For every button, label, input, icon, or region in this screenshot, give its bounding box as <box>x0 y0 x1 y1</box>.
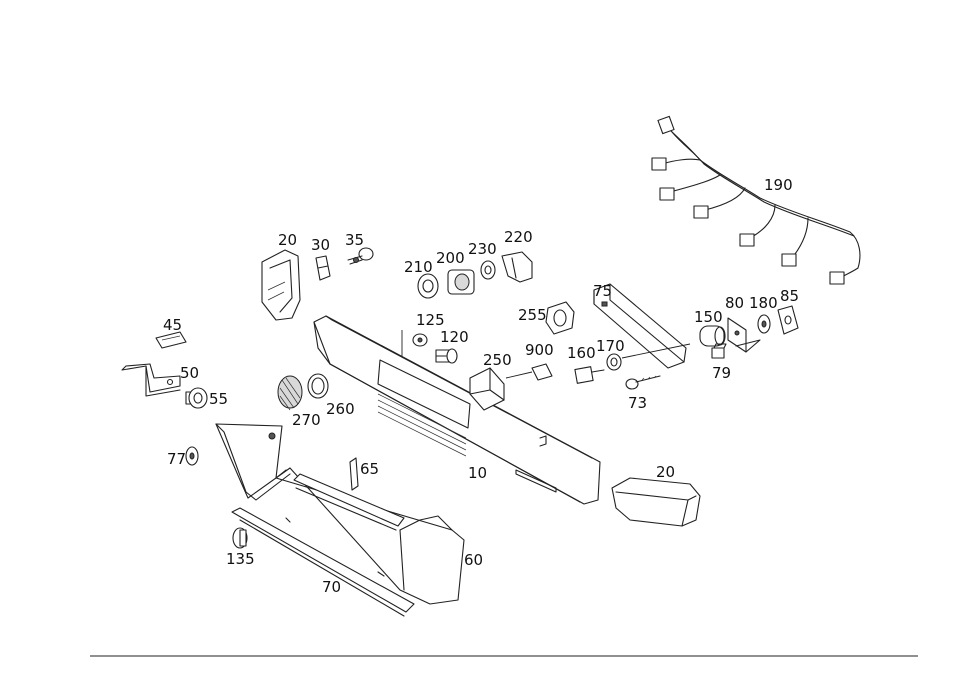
callout-10: 10 <box>468 464 487 482</box>
callout-50: 50 <box>180 364 199 382</box>
callout-250: 250 <box>483 351 512 369</box>
wiring-harness-part <box>651 115 861 285</box>
callout-210: 210 <box>404 258 433 276</box>
bracket-part <box>121 363 181 397</box>
callout-255: 255 <box>518 306 547 324</box>
module-part <box>469 367 505 411</box>
callout-170: 170 <box>596 337 625 355</box>
sensor-holder-part <box>545 301 575 335</box>
callout-150: 150 <box>694 308 723 326</box>
callout-900: 900 <box>525 341 554 359</box>
callout-20-left: 20 <box>278 231 297 249</box>
plug-part <box>347 247 374 265</box>
seal-ring-part <box>480 260 496 280</box>
bolt-long-part <box>574 366 605 384</box>
callout-80: 80 <box>725 294 744 312</box>
clip-nut-part <box>777 305 799 335</box>
callout-55: 55 <box>209 390 228 408</box>
callout-60: 60 <box>464 551 483 569</box>
callout-120: 120 <box>440 328 469 346</box>
tape-part <box>531 363 553 381</box>
callout-190: 190 <box>764 176 793 194</box>
spring-washer-part <box>606 353 622 371</box>
callout-160: 160 <box>567 344 596 362</box>
spacer-part <box>699 325 726 347</box>
bumper-main-part <box>313 315 601 505</box>
lower-strip-part <box>231 507 415 617</box>
callout-30: 30 <box>311 236 330 254</box>
carrier-bar-part <box>593 283 687 369</box>
corner-cap-right-part <box>611 477 701 527</box>
washer-part <box>185 446 199 466</box>
corner-cap-left-part <box>261 249 301 321</box>
callout-270: 270 <box>292 411 321 429</box>
grommet-part <box>185 387 208 409</box>
callout-70: 70 <box>322 578 341 596</box>
clip-small-part <box>155 331 187 349</box>
callout-79: 79 <box>712 364 731 382</box>
callout-135: 135 <box>226 550 255 568</box>
ring-washer-part <box>757 314 771 334</box>
callout-260: 260 <box>326 400 355 418</box>
callout-230: 230 <box>468 240 497 258</box>
sensor-part <box>447 269 475 295</box>
callout-125: 125 <box>416 311 445 329</box>
ring-part <box>307 373 329 399</box>
callout-73: 73 <box>628 394 647 412</box>
callout-77: 77 <box>167 450 186 468</box>
nut-small-part <box>711 343 727 359</box>
self-tapping-screw-part <box>625 375 661 390</box>
callout-75: 75 <box>593 282 612 300</box>
bolt-part <box>435 348 458 364</box>
callout-65: 65 <box>360 460 379 478</box>
nut-part <box>401 330 428 356</box>
lower-panel-part <box>215 423 465 605</box>
sensor-housing-part <box>417 273 439 299</box>
plate-part <box>727 317 761 353</box>
callout-180: 180 <box>749 294 778 312</box>
cap-plug-part <box>232 527 248 549</box>
clip-part <box>315 255 331 281</box>
callout-200: 200 <box>436 249 465 267</box>
callout-85: 85 <box>780 287 799 305</box>
callout-35: 35 <box>345 231 364 249</box>
callout-220: 220 <box>504 228 533 246</box>
callout-45: 45 <box>163 316 182 334</box>
grille-mesh-part <box>277 375 303 411</box>
trim-strip-part <box>293 457 405 531</box>
sensor-bracket-part <box>501 251 533 283</box>
callout-20-right: 20 <box>656 463 675 481</box>
